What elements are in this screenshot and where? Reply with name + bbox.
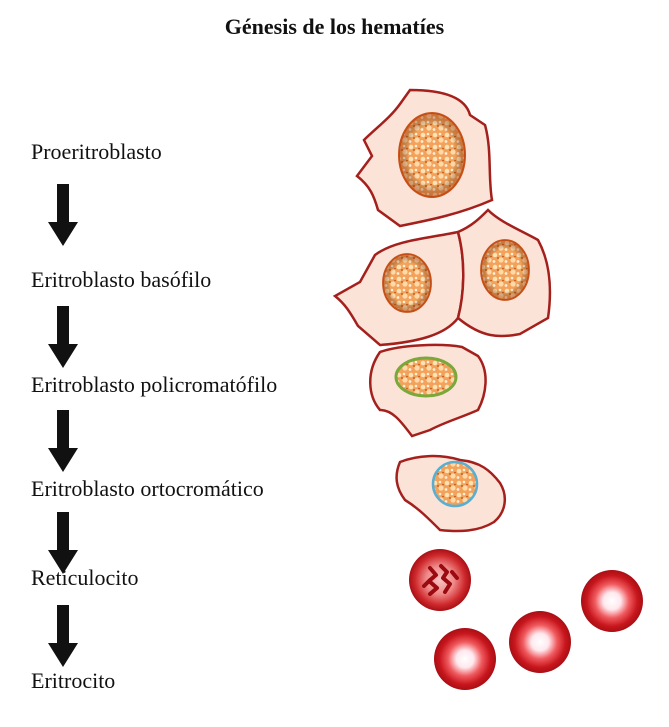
- stage-label-eritroblasto-ortocromatico: Eritroblasto ortocromático: [31, 476, 264, 501]
- arrow-down-icon: [48, 184, 78, 246]
- eritroblasto-basofilo-cells: [332, 208, 552, 347]
- stage-label-proeritroblasto: Proeritroblasto: [31, 139, 162, 164]
- arrow-down-icon: [48, 512, 78, 574]
- stage-label-eritroblasto-policromatofilo: Eritroblasto policromatófilo: [31, 372, 278, 397]
- proeritroblasto-cell: [355, 88, 494, 228]
- reticulocito-cell: [409, 549, 471, 611]
- eritroblasto-policromatofilo-cell: [369, 343, 487, 438]
- diagram-title: Génesis de los hematíes: [224, 14, 445, 39]
- arrow-down-icon: [48, 410, 78, 472]
- arrow-down-icon: [48, 306, 78, 368]
- stage-label-reticulocito: Reticulocito: [31, 565, 139, 590]
- eritrocito-cells: [434, 570, 643, 690]
- arrow-down-icon: [48, 605, 78, 667]
- eritroblasto-ortocromatico-cell: [395, 454, 507, 533]
- stage-label-eritroblasto-basofilo: Eritroblasto basófilo: [31, 267, 212, 292]
- stage-label-eritrocito: Eritrocito: [31, 668, 116, 693]
